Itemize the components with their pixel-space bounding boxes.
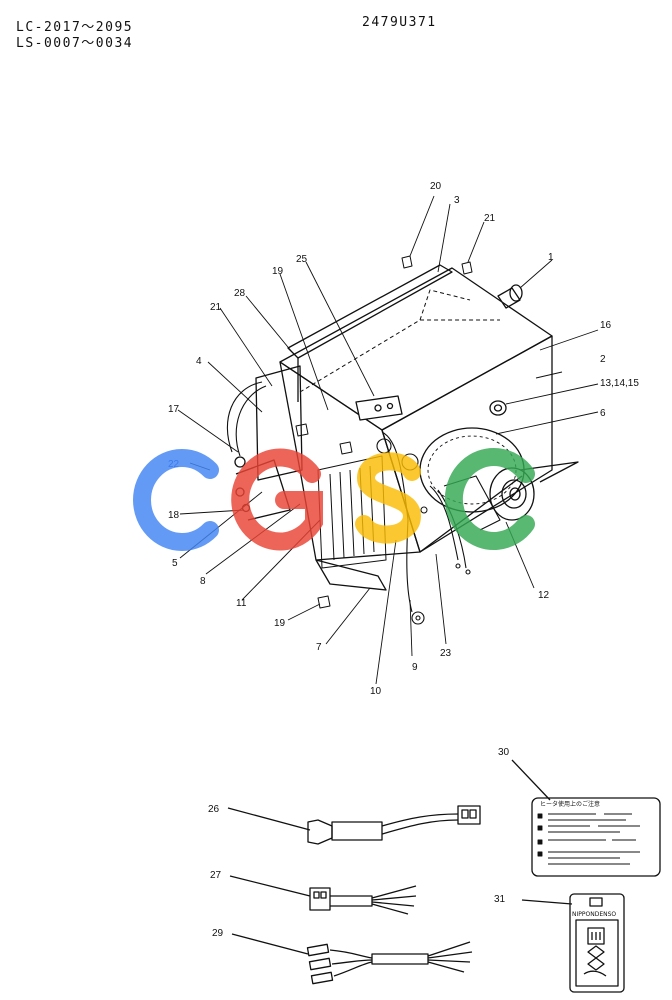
callout-26: 26 — [208, 804, 220, 815]
caution-plate-title: ヒータ使用上のご注意 — [540, 800, 600, 808]
callout-16: 16 — [600, 320, 612, 331]
heater-housing — [279, 264, 553, 561]
callout-3: 3 — [454, 195, 460, 206]
callout-18: 18 — [168, 510, 180, 521]
watermark-letter-s-yellow — [355, 452, 422, 544]
callout-1: 1 — [548, 252, 554, 263]
watermark-letter-c-blue — [133, 449, 219, 551]
callout-11: 11 — [236, 598, 247, 609]
part-30-caution-plate — [511, 759, 661, 877]
callout-30: 30 — [498, 747, 510, 758]
callout-28: 28 — [234, 288, 246, 299]
part-29-harness — [231, 933, 473, 985]
callout-numbers: 1 2 3 4 5 6 7 8 9 10 11 12 13,14,15 16 1… — [168, 181, 639, 939]
callout-2: 2 — [600, 354, 606, 365]
base-plate — [315, 461, 579, 591]
callout-12: 12 — [538, 590, 550, 601]
callout-8: 8 — [200, 576, 206, 587]
switch-plate-brand: NIPPONDENSO — [572, 911, 616, 918]
watermark-letter-g-red — [231, 448, 323, 551]
callout-5: 5 — [172, 558, 178, 569]
screws — [295, 255, 473, 609]
serial-range-ls: LS-0007～0034 — [16, 36, 134, 51]
serial-range-lc: LC-2017～2095 — [16, 20, 134, 35]
watermark-letter-c-green — [444, 448, 535, 550]
document-number: 2479U371 — [362, 15, 437, 30]
callout-19-top: 19 — [272, 266, 284, 277]
cover-plate — [355, 395, 403, 421]
callout-31: 31 — [494, 894, 506, 905]
heater-pipe — [497, 284, 523, 309]
callout-13-14-15: 13,14,15 — [600, 378, 639, 389]
cgsc-watermark-logo — [133, 448, 535, 551]
callout-21-left: 21 — [210, 302, 222, 313]
leader-lines — [177, 195, 599, 685]
callout-23: 23 — [440, 648, 452, 659]
callout-29: 29 — [212, 928, 224, 939]
callout-9: 9 — [412, 662, 418, 673]
callout-10: 10 — [370, 686, 382, 697]
callout-25: 25 — [296, 254, 308, 265]
callout-19-bottom: 19 — [274, 618, 286, 629]
callout-6: 6 — [600, 408, 606, 419]
callout-21-right: 21 — [484, 213, 496, 224]
callout-27: 27 — [210, 870, 222, 881]
part-26-switch-harness — [227, 805, 481, 845]
part-27-harness — [229, 875, 417, 915]
callout-4: 4 — [196, 356, 202, 367]
callout-17: 17 — [168, 404, 180, 415]
callout-20: 20 — [430, 181, 442, 192]
part-31-switch-plate — [521, 893, 625, 993]
callout-7: 7 — [316, 642, 322, 653]
